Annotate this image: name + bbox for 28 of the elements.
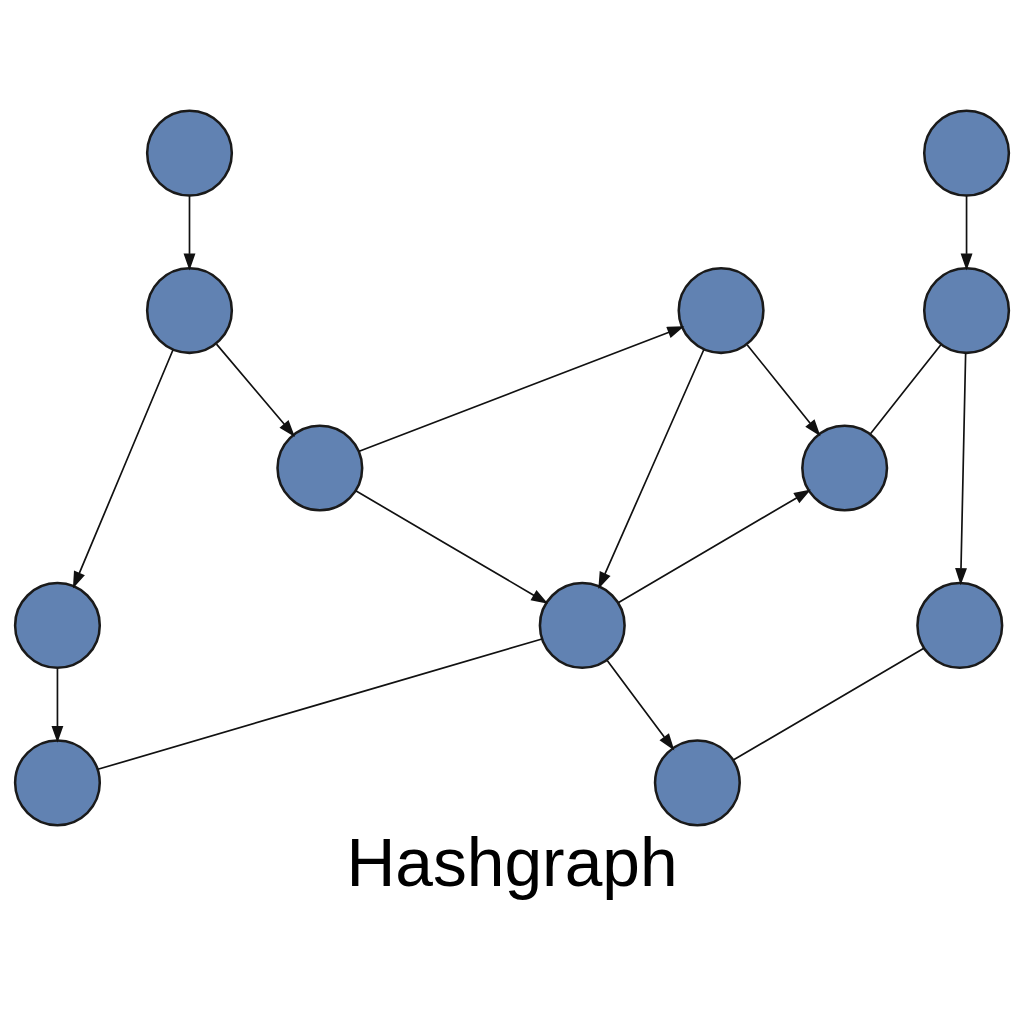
node-circle — [922, 109, 1011, 197]
connector — [97, 638, 543, 771]
node-circle — [145, 109, 234, 197]
connector — [732, 647, 925, 761]
arrow — [354, 489, 549, 604]
node-circle — [276, 424, 364, 512]
caption: Hashgraph — [346, 825, 678, 901]
arrow — [617, 489, 811, 604]
node-circle — [13, 581, 102, 669]
arrow — [960, 195, 973, 271]
node-circle — [13, 739, 102, 827]
arrow — [51, 667, 64, 743]
connector — [869, 344, 942, 435]
arrow — [358, 326, 685, 452]
arrow — [955, 352, 967, 586]
arrow — [215, 343, 295, 437]
arrow — [606, 659, 675, 751]
node-circle — [538, 581, 626, 669]
node-circle — [916, 581, 1004, 669]
node-circle — [145, 266, 234, 355]
node-circle — [922, 266, 1011, 355]
arrow — [598, 348, 705, 590]
arrow — [746, 344, 821, 437]
node-circle — [801, 424, 889, 512]
node-circle — [653, 739, 741, 827]
node-circle — [677, 266, 765, 355]
arrow — [183, 195, 196, 271]
arrow — [72, 348, 174, 589]
